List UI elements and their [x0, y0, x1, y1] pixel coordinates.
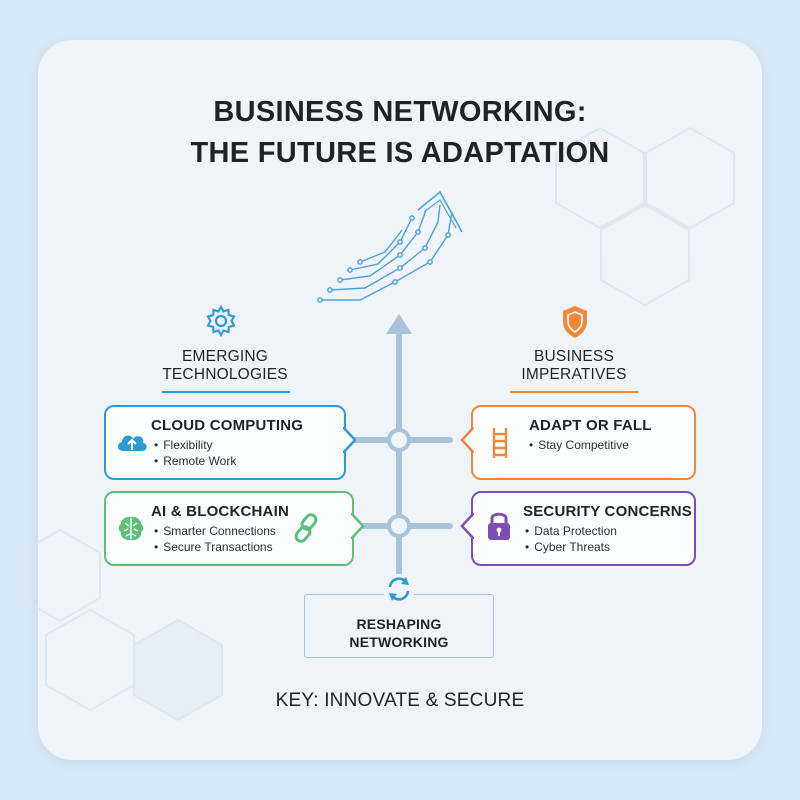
- padlock-icon: [488, 512, 510, 540]
- growth-arrow-icon: [317, 190, 463, 303]
- hexagon-pattern: [19, 126, 735, 722]
- ai-blockchain-box: AI & BLOCKCHAIN Smarter Connections Secu…: [104, 491, 354, 566]
- bullet-item: Smarter Connections: [154, 523, 276, 539]
- ladder-icon: [492, 428, 508, 458]
- security-concerns-box: SECURITY CONCERNS Data Protection Cyber …: [471, 491, 696, 566]
- shield-icon: [563, 306, 587, 338]
- junction-top: [387, 428, 411, 452]
- ai-blockchain-title: AI & BLOCKCHAIN: [151, 503, 289, 520]
- callout-pointer: [460, 513, 474, 539]
- adapt-or-fall-box: ADAPT OR FALL Stay Competitive: [471, 405, 696, 480]
- cloud-computing-title: CLOUD COMPUTING: [151, 417, 304, 434]
- callout-pointer: [351, 513, 365, 539]
- title-line-2: THE FUTURE IS ADAPTATION: [190, 137, 610, 169]
- refresh-cycle-icon: [384, 574, 414, 604]
- bullet-item: Cyber Threats: [525, 539, 617, 555]
- gear-icon: [206, 304, 236, 338]
- cloud-computing-bullets: Flexibility Remote Work: [154, 437, 236, 469]
- bullet-item: Secure Transactions: [154, 539, 276, 555]
- callout-pointer: [343, 427, 357, 453]
- title-line-1: BUSINESS NETWORKING:: [213, 96, 587, 128]
- cloud-upload-icon: [117, 435, 147, 451]
- security-concerns-bullets: Data Protection Cyber Threats: [525, 523, 617, 555]
- security-concerns-title: SECURITY CONCERNS: [523, 503, 692, 520]
- ai-blockchain-bullets: Smarter Connections Secure Transactions: [154, 523, 276, 555]
- chain-link-icon: [294, 513, 318, 543]
- adapt-or-fall-title: ADAPT OR FALL: [529, 417, 652, 434]
- junction-bottom: [387, 514, 411, 538]
- cloud-computing-box: CLOUD COMPUTING Flexibility Remote Work: [104, 405, 346, 480]
- right-column-heading: BUSINESS IMPERATIVES: [521, 348, 627, 383]
- brain-icon: [118, 516, 144, 541]
- reshaping-networking-box: RESHAPING NETWORKING: [304, 594, 494, 658]
- page-title: BUSINESS NETWORKING: THE FUTURE IS ADAPT…: [0, 92, 800, 174]
- adapt-or-fall-bullets: Stay Competitive: [529, 437, 629, 453]
- bullet-item: Flexibility: [154, 437, 236, 453]
- left-column-heading: EMERGING TECHNOLOGIES: [162, 348, 288, 383]
- up-arrow-head: [386, 314, 412, 334]
- reshaping-networking-label: RESHAPING NETWORKING: [349, 616, 449, 650]
- bullet-item: Data Protection: [525, 523, 617, 539]
- bullet-item: Remote Work: [154, 453, 236, 469]
- callout-pointer: [460, 427, 474, 453]
- key-caption: KEY: INNOVATE & SECURE: [275, 690, 525, 711]
- connector-lines: [347, 331, 453, 589]
- bullet-item: Stay Competitive: [529, 437, 629, 453]
